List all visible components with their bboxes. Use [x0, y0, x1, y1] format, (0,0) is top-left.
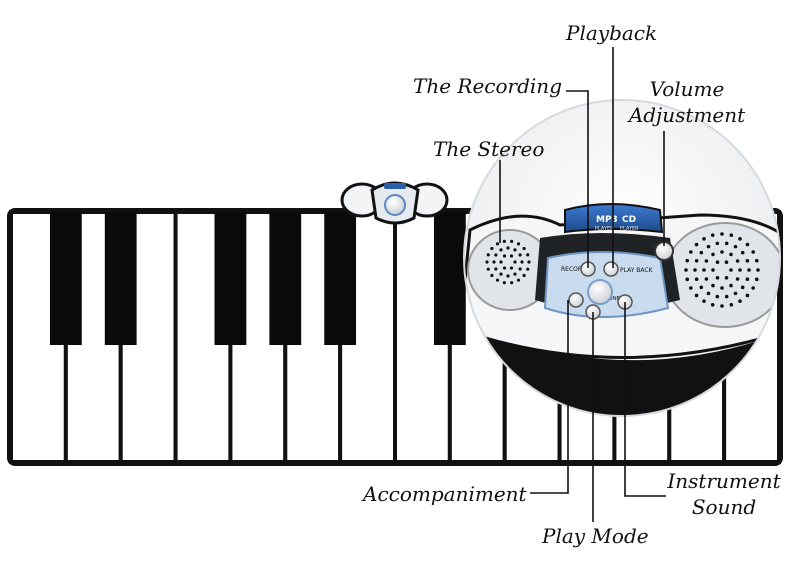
play-back-label: PLAY BACK	[620, 267, 654, 274]
black-key[interactable]	[433, 212, 466, 345]
callout-volume-line1: Volume	[649, 77, 725, 101]
mp3-sub-label: PLAYER	[595, 226, 614, 232]
callout-accompaniment: Accompaniment	[363, 482, 527, 506]
callout-play-mode: Play Mode	[542, 524, 649, 548]
callout-volume-line2: Adjustment	[628, 103, 746, 127]
callout-the-recording: The Recording	[413, 74, 562, 98]
right-speaker	[664, 222, 780, 328]
callout-the-stereo: The Stereo	[433, 137, 545, 161]
black-key[interactable]	[269, 212, 302, 345]
recording-leader	[566, 90, 589, 268]
instrument-leader	[624, 302, 666, 497]
accompaniment-button[interactable]	[568, 292, 584, 308]
playback-button[interactable]	[603, 261, 619, 277]
left-speaker	[467, 229, 553, 311]
callout-instrument-line2: Sound	[691, 495, 757, 519]
callout-playback: Playback	[566, 21, 658, 45]
accompaniment-leader	[530, 300, 569, 494]
cd-sub-label: PLAYER	[620, 226, 639, 232]
mp3-label: MP3	[596, 215, 618, 225]
callout-instrument-line1: Instrument	[667, 469, 781, 493]
callout-instrument-sound: Instrument Sound	[666, 468, 782, 520]
button-panel: RECORD PLAY BACK PLAY TONE	[543, 251, 670, 320]
callout-volume: Volume Adjustment	[628, 76, 746, 128]
leader-lines	[499, 47, 666, 522]
black-key[interactable]	[49, 212, 82, 345]
black-key[interactable]	[214, 212, 247, 345]
cd-label: CD	[622, 215, 636, 225]
control-unit-small	[340, 181, 449, 225]
black-key[interactable]	[104, 212, 137, 345]
record-label: RECORD	[561, 266, 587, 273]
black-key[interactable]	[324, 212, 357, 345]
